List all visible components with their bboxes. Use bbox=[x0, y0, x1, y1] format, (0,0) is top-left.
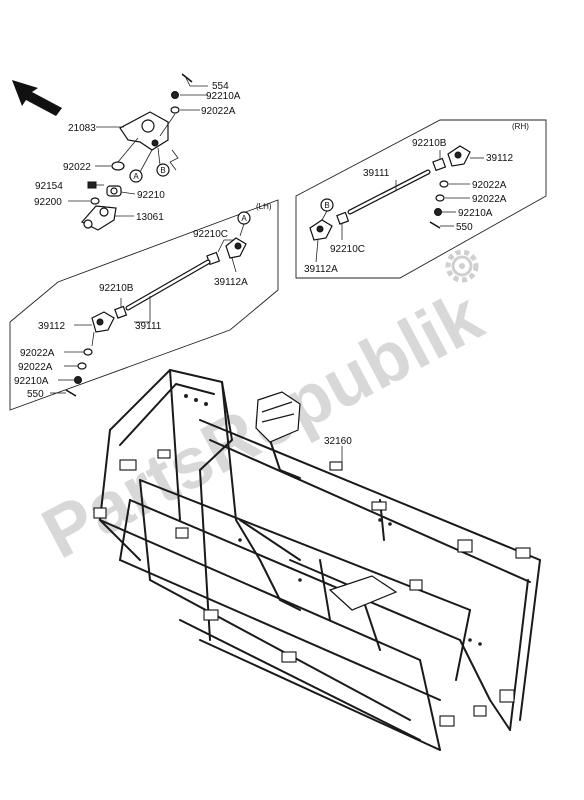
label-13061: 13061 bbox=[136, 212, 164, 223]
gear-icon bbox=[445, 249, 479, 283]
label-92022A-lh-2: 92022A bbox=[18, 362, 53, 373]
rh-group-box: (RH) B bbox=[295, 119, 547, 279]
label-92210A-top: 92210A bbox=[206, 91, 241, 102]
label-92210B-lh: 92210B bbox=[99, 283, 134, 294]
washer-92022A-lh-2 bbox=[77, 362, 87, 370]
lh-group-box: (LH) A bbox=[9, 199, 279, 411]
svg-text:B: B bbox=[160, 166, 165, 175]
svg-text:A: A bbox=[133, 172, 139, 181]
rh-label: (RH) bbox=[512, 122, 529, 131]
washer-92022A-lh-1 bbox=[83, 348, 93, 356]
label-39112-lh: 39112 bbox=[38, 321, 66, 332]
label-39111-lh: 39111 bbox=[135, 321, 162, 332]
locknut-92210B-rh bbox=[432, 157, 447, 172]
label-92200: 92200 bbox=[34, 197, 62, 208]
locknut-92210B-lh bbox=[114, 305, 128, 319]
label-92022: 92022 bbox=[63, 162, 91, 173]
cotter-pin-550-lh bbox=[65, 389, 77, 397]
label-92210C-lh: 92210C bbox=[193, 229, 228, 240]
bolt-92154 bbox=[87, 181, 97, 189]
label-39111-rh: 39111 bbox=[363, 168, 390, 179]
label-92210B-rh: 92210B bbox=[412, 138, 447, 149]
cotter-pin-554 bbox=[181, 73, 193, 83]
label-92022A-top: 92022A bbox=[201, 106, 236, 117]
washer-92022A-rh-2 bbox=[435, 194, 445, 202]
nut-92210A bbox=[171, 91, 179, 99]
label-39112A-rh: 39112A bbox=[304, 264, 338, 275]
front-direction-arrow-icon bbox=[12, 80, 62, 116]
label-32160: 32160 bbox=[324, 436, 352, 447]
svg-text:B: B bbox=[324, 201, 329, 210]
label-550-lh: 550 bbox=[27, 389, 44, 400]
svg-text:A: A bbox=[241, 214, 247, 223]
washer-92022A bbox=[170, 106, 180, 114]
label-92210: 92210 bbox=[137, 190, 165, 201]
nut-92210A-lh bbox=[74, 376, 82, 384]
nut-92210A-rh bbox=[434, 208, 442, 216]
label-92154: 92154 bbox=[35, 181, 63, 192]
label-92022A-rh-2: 92022A bbox=[472, 194, 507, 205]
lh-label: (LH) bbox=[256, 202, 272, 211]
label-39112-rh: 39112 bbox=[486, 153, 514, 164]
label-554: 554 bbox=[212, 81, 229, 92]
label-92210A-rh: 92210A bbox=[458, 208, 493, 219]
cotter-pin-550-rh bbox=[429, 221, 441, 229]
callout-a-top bbox=[129, 169, 143, 183]
washer-92022A-rh-1 bbox=[439, 180, 449, 188]
label-92210A-lh: 92210A bbox=[14, 376, 49, 387]
label-92210C-rh: 92210C bbox=[330, 244, 365, 255]
part-labels: 554 92210A 92022A 21083 92022 92154 9221… bbox=[14, 81, 514, 447]
washer-92200 bbox=[90, 197, 100, 205]
label-21083: 21083 bbox=[68, 123, 96, 134]
washer-92022 bbox=[111, 161, 125, 171]
label-92022A-lh-1: 92022A bbox=[20, 348, 55, 359]
callout-b-top bbox=[156, 163, 170, 177]
mid-plate bbox=[328, 575, 398, 611]
frame-32160 bbox=[93, 369, 541, 751]
label-39112A-lh: 39112A bbox=[214, 277, 248, 288]
seat-bracket bbox=[255, 391, 301, 443]
locknut-92210C-rh bbox=[336, 211, 350, 225]
label-92022A-rh-1: 92022A bbox=[472, 180, 507, 191]
label-550-rh: 550 bbox=[456, 222, 473, 233]
top-linkage-group: A B bbox=[68, 73, 208, 231]
